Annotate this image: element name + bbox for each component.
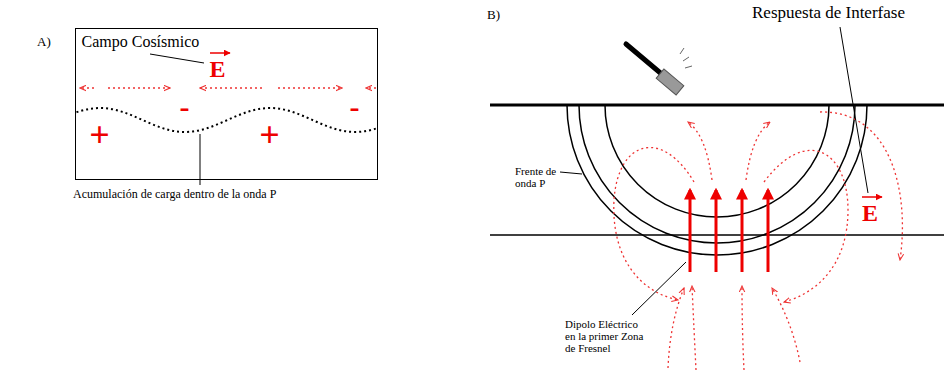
- caption-note: Acumulación de carga dentro de la onda P: [73, 188, 276, 201]
- charge-sign: -: [180, 90, 190, 123]
- callout-label: Respuesta de Interfase: [752, 4, 905, 23]
- dipole-arrow: [741, 190, 744, 272]
- field-line: [614, 148, 694, 300]
- vibration-tick: [683, 57, 689, 61]
- field-line: [820, 112, 902, 260]
- field-arrow: [200, 87, 262, 88]
- field-lines: [614, 112, 903, 370]
- vector-arrow: [210, 52, 230, 54]
- vector-symbol: E: [862, 200, 878, 226]
- field-line: [746, 122, 770, 180]
- leader-line: [840, 27, 868, 193]
- leader-line: [150, 54, 204, 63]
- dipole-arrow: [767, 190, 770, 272]
- leader-line: [200, 134, 201, 185]
- vibration-tick: [680, 48, 684, 54]
- hammer: [626, 44, 692, 95]
- charge-sign: +: [89, 116, 110, 156]
- field-arrow: [278, 87, 342, 88]
- dipole-arrow: [689, 190, 692, 272]
- field-line: [742, 286, 744, 370]
- field-label: Campo Cosísmico: [82, 33, 200, 51]
- field-line: [764, 150, 848, 302]
- wave-panel: Campo CosísmicoE + - + -: [75, 28, 378, 180]
- hammer-head: [656, 69, 684, 95]
- charge-sign: -: [350, 90, 360, 123]
- field-arrow: [366, 87, 376, 88]
- vector-symbol: E: [210, 56, 226, 82]
- field-line: [688, 122, 712, 180]
- hammer-handle: [626, 44, 664, 76]
- panel-letter: B): [487, 8, 500, 22]
- field-arrow: [80, 87, 94, 88]
- field-arrow: [108, 87, 170, 88]
- field-arrows: [80, 87, 376, 88]
- dipole-arrows: [690, 190, 768, 272]
- callout-label: Dipolo Eléctrico en la primer Zona de Fr…: [565, 318, 645, 354]
- leader-line: [560, 172, 582, 174]
- dipole-arrow: [715, 190, 718, 272]
- p-wave: [76, 108, 377, 132]
- ground-surface: [490, 104, 944, 107]
- vibration-tick: [685, 66, 692, 68]
- field-line: [692, 286, 696, 370]
- field-line: [772, 288, 800, 362]
- leader-line: [632, 262, 686, 315]
- charge-sign: +: [259, 116, 280, 156]
- field-line: [668, 288, 684, 368]
- callout-label: Frente de onda P: [515, 165, 573, 189]
- panel-letter: A): [37, 35, 51, 49]
- vector-arrow: [862, 196, 882, 198]
